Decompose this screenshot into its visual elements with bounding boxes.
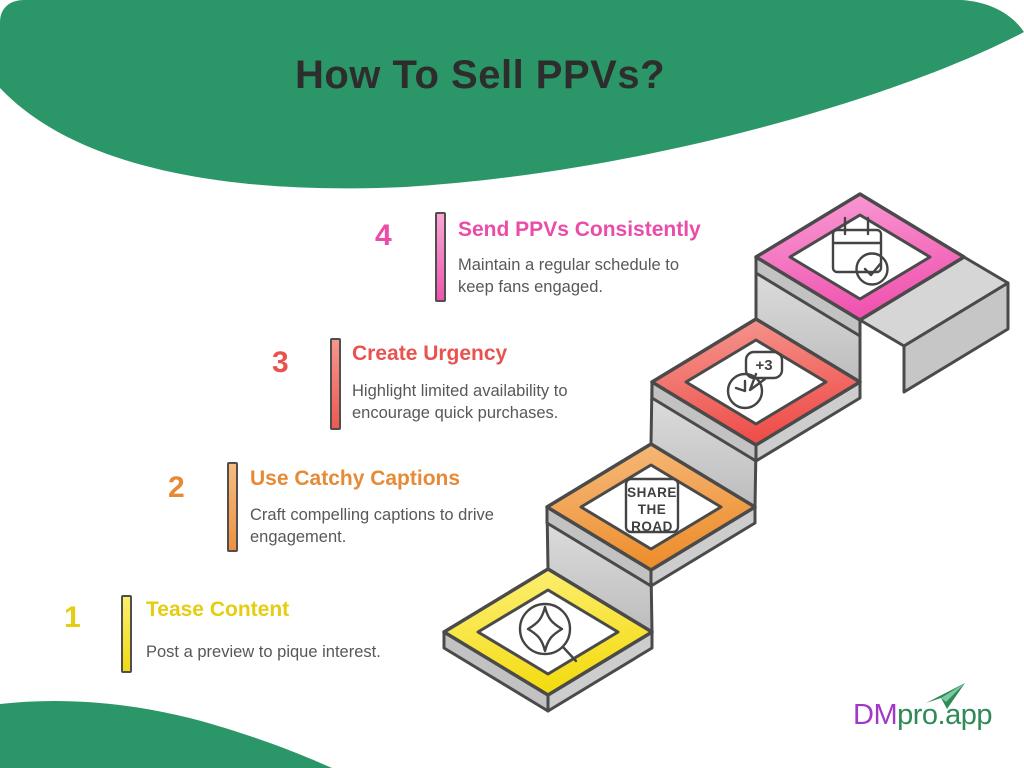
step-1-description: Post a preview to pique interest.	[146, 643, 381, 661]
sign-line-3: ROAD	[631, 519, 673, 534]
step-3-bar	[330, 338, 341, 430]
sign-line-1: SHARE	[627, 485, 677, 500]
step-4-description: Maintain a regular schedule to keep fans…	[458, 256, 680, 297]
page-title: How To Sell PPVs?	[294, 53, 666, 97]
share-the-road-sign-icon: SHARE THE ROAD	[624, 477, 680, 534]
step-1-number: 1	[64, 601, 81, 634]
step-2-description: Craft compelling captions to drive engag…	[250, 506, 494, 547]
sparkle-magnifier-icon	[518, 602, 578, 663]
step-1-title: Tease Content	[146, 598, 290, 621]
brand-logo-prefix: DM	[853, 699, 898, 731]
staircase-riser-walls	[545, 255, 862, 634]
paper-plane-icon	[926, 683, 965, 709]
bubble-label: +3	[755, 357, 772, 374]
step-3-platform: +3	[650, 317, 862, 447]
step-4-bar	[435, 212, 446, 302]
brand-logo: DMpro.app	[853, 699, 992, 732]
step-1-platform	[442, 567, 654, 697]
step-2-number: 2	[168, 471, 185, 504]
step-2-title: Use Catchy Captions	[250, 467, 461, 490]
step-2-platform: SHARE THE ROAD	[545, 442, 757, 572]
step-3-title: Create Urgency	[352, 342, 508, 365]
step-4-platform	[754, 192, 966, 322]
calendar-check-icon	[831, 216, 889, 286]
brand-logo-suffix: pro.app	[897, 699, 992, 731]
sign-line-2: THE	[638, 502, 667, 517]
top-landing	[858, 255, 1010, 394]
step-1-bar	[121, 595, 132, 673]
step-2-bar	[227, 462, 238, 552]
step-3-description: Highlight limited availability to encour…	[352, 382, 568, 423]
step-4-number: 4	[375, 219, 392, 252]
clock-plus-3-icon: +3	[726, 350, 784, 410]
footer-green-blob	[0, 701, 332, 768]
header-green-blob	[0, 0, 1024, 189]
step-4-title: Send PPVs Consistently	[458, 218, 701, 241]
step-3-number: 3	[272, 346, 289, 379]
